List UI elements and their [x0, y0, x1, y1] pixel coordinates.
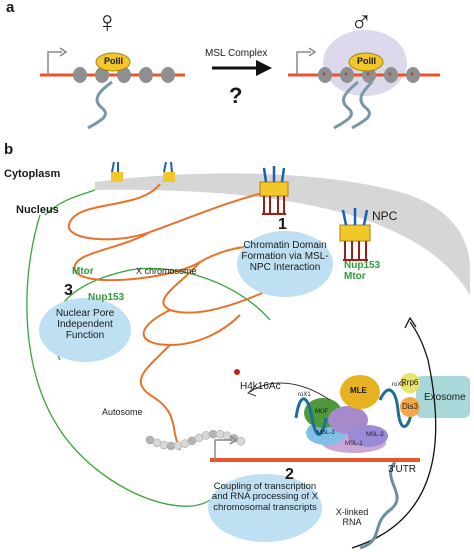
box3-oval [39, 298, 131, 362]
mof-label: MOF [315, 409, 329, 415]
nuclear-envelope [95, 173, 470, 295]
female-symbol: ♀ [96, 6, 119, 39]
msl-complex [247, 375, 414, 453]
mtor-right-label: Mtor [344, 271, 366, 282]
nup153-left-label: Nup153 [88, 292, 125, 303]
h4k16ac-label: H4k16Ac [240, 381, 281, 392]
nucleosome [384, 67, 398, 83]
rrp6-label: Rrp6 [401, 378, 419, 387]
gene-diagram-female [40, 47, 185, 130]
pol-ii-left-label: PolII [104, 56, 124, 66]
male-symbol: ♂ [350, 6, 373, 39]
dis3-label: Dis3 [402, 402, 419, 411]
msl3-label: MSL-3 [317, 430, 335, 436]
autosome-bead [173, 441, 183, 450]
gene-diagram-male: * * * * * [288, 30, 440, 130]
autosome-beads [145, 429, 246, 451]
pol-ii-left [95, 52, 131, 72]
autosome-bead [159, 440, 169, 450]
panel-b-label: b [4, 141, 14, 158]
pol-ii-right-label: PolII [357, 56, 377, 66]
acetylation-mark: * [410, 71, 414, 82]
exosome-label: Exosome [424, 392, 466, 403]
box3-text: Nuclear Pore Independent Function [55, 308, 115, 341]
xlinked-rna-strand [359, 461, 399, 550]
pol-ii-right [348, 52, 384, 72]
msl2-label: MSL-2 [366, 432, 384, 438]
box2-oval [208, 474, 322, 542]
msl-complex-label: MSL Complex [205, 48, 268, 59]
autosome-bead [215, 429, 225, 439]
box2-text: Coupling of transcription and RNA proces… [211, 481, 319, 513]
autosome-bead [236, 437, 246, 446]
acetylation-mark: * [344, 71, 348, 82]
panel-a-label: a [6, 0, 15, 16]
autosome-bead [201, 431, 211, 440]
acetylation-mark: * [388, 71, 392, 82]
nucleosome [318, 67, 332, 83]
exosome-complex [400, 373, 470, 418]
npc-pore-left [111, 161, 123, 182]
xlinked-rna-label: X-linked RNA [335, 507, 369, 527]
x-chromosome-chromatin [67, 183, 291, 451]
nup153-right-label: Nup153 [344, 260, 381, 271]
box3-number: 3 [64, 282, 73, 299]
question-mark: ? [229, 83, 243, 108]
x-chromosome-label: X chromosome [136, 266, 197, 276]
nucleosome [340, 67, 354, 83]
rox2-label: roX2 [392, 382, 405, 388]
npc-pore-center [259, 166, 289, 215]
cytoplasm-label: Cytoplasm [4, 168, 61, 180]
npc-pore-right [339, 208, 371, 261]
msl-arrow [212, 60, 272, 76]
box1-text: Chromatin Domain Formation via MSL-NPC I… [241, 240, 329, 273]
nucleus-label: Nucleus [16, 204, 59, 216]
mtor-left-label: Mtor [72, 266, 94, 277]
mle-label: MLE [350, 386, 367, 395]
utr-label: 3'UTR [388, 464, 417, 475]
autosome-label: Autosome [102, 407, 143, 417]
rox1-label: roX1 [298, 392, 311, 398]
acetylation-mark: * [366, 71, 370, 82]
npc-pore-center-left [163, 161, 175, 182]
acetylation-mark: * [322, 71, 326, 82]
npc-label: NPC [372, 209, 398, 223]
msl1-label: MSL-1 [345, 441, 363, 447]
export-arrow [351, 321, 437, 549]
box1-number: 1 [278, 216, 287, 233]
box2-number: 2 [285, 466, 294, 483]
nucleosome [406, 67, 420, 83]
box1-oval [237, 231, 333, 297]
